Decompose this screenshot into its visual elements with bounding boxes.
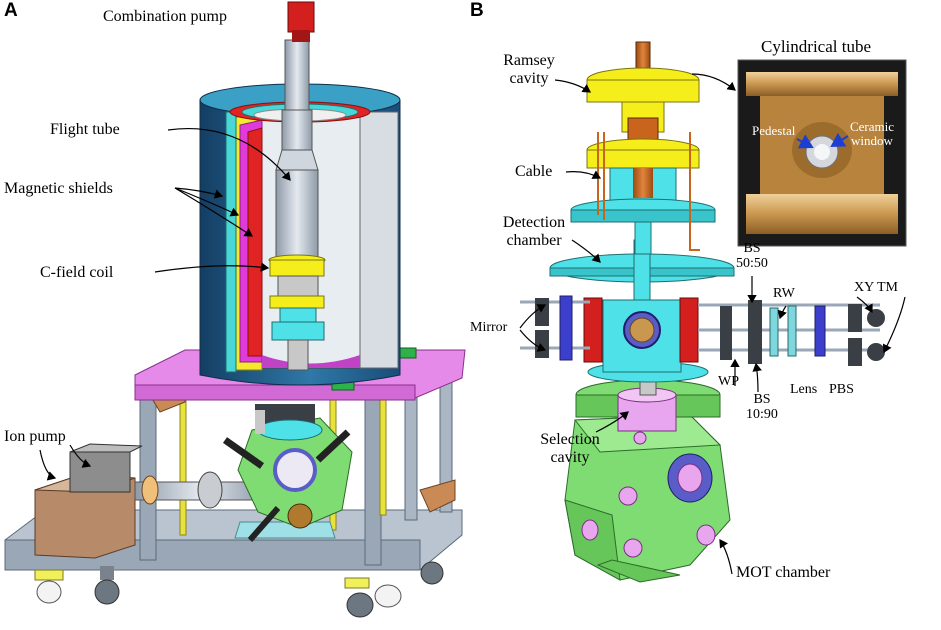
label-rw: RW: [773, 286, 795, 301]
label-pbs: PBS: [829, 382, 854, 397]
label-mirror: Mirror: [470, 320, 508, 335]
label-bs-1090-line1: BS: [753, 392, 771, 407]
label-mot-chamber: MOT chamber: [736, 564, 831, 581]
photo-arrows: [796, 132, 849, 149]
label-cable: Cable: [515, 163, 553, 180]
panel-label-b: B: [470, 0, 484, 21]
mot-region-a: [222, 404, 353, 542]
panel-label-a: A: [4, 0, 18, 21]
label-detection-chamber-line1: Detection: [502, 214, 566, 231]
label-combination-pump: Combination pump: [103, 8, 227, 25]
label-ramsey-cavity-line2: cavity: [509, 69, 549, 87]
right-optics: [698, 300, 885, 366]
detection-chamber: [549, 239, 735, 373]
label-flight-tube: Flight tube: [50, 121, 120, 138]
left-optics: [520, 295, 590, 361]
label-selection-cavity-line2: cavity: [550, 448, 590, 466]
label-xy-tm: XY TM: [854, 280, 898, 295]
panel-b-physics-package: [520, 41, 907, 583]
label-selection-cavity: Selection cavity: [530, 431, 610, 466]
leader-lines-b: [519, 73, 906, 575]
label-bs-1090-line2: 10:90: [746, 407, 778, 423]
label-cylindrical-tube: Cylindrical tube: [761, 37, 872, 56]
label-detection-chamber: Detection chamber: [490, 214, 578, 249]
leader-lines-a: [39, 127, 291, 481]
label-bs-5050-line1: BS: [743, 241, 761, 256]
ion-pump: [34, 443, 266, 559]
cylindrical-tube-photo: [737, 59, 907, 247]
label-ceramic-window-line2: window: [851, 133, 893, 149]
label-bs-5050-line2: 50:50: [736, 256, 768, 272]
label-bs-5050: BS 50:50: [732, 241, 772, 272]
label-lens: Lens: [790, 382, 818, 397]
label-ramsey-cavity: Ramsey cavity: [493, 52, 565, 87]
flight-tube-column: [268, 1, 326, 371]
label-ion-pump: Ion pump: [4, 428, 66, 445]
label-ramsey-cavity-line1: Ramsey: [503, 52, 555, 69]
label-ceramic-window-line1: Ceramic: [849, 119, 895, 134]
casters: [34, 561, 444, 618]
label-detection-chamber-line2: chamber: [506, 231, 562, 249]
label-ceramic-window: Ceramic window: [842, 119, 902, 149]
panel-a-apparatus: [4, 1, 466, 618]
label-wp: WP: [718, 374, 739, 389]
label-pedestal: Pedestal: [752, 123, 796, 138]
label-selection-cavity-line1: Selection: [540, 431, 600, 448]
label-magnetic-shields: Magnetic shields: [4, 180, 113, 197]
label-bs-1090: BS 10:90: [742, 392, 782, 423]
label-c-field-coil: C-field coil: [40, 264, 114, 281]
